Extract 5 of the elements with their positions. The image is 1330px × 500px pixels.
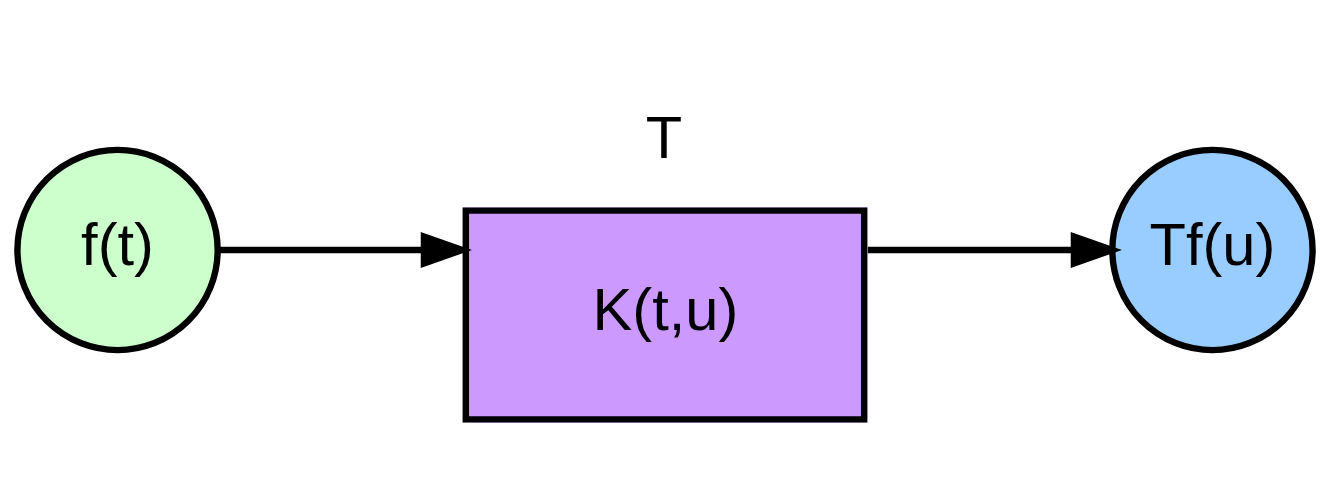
node-circle: f(t) [14,146,221,354]
arrow [218,232,472,268]
node-label: T [645,104,683,172]
arrow [867,232,1122,268]
node-circle: Tf(u) [1109,146,1316,354]
